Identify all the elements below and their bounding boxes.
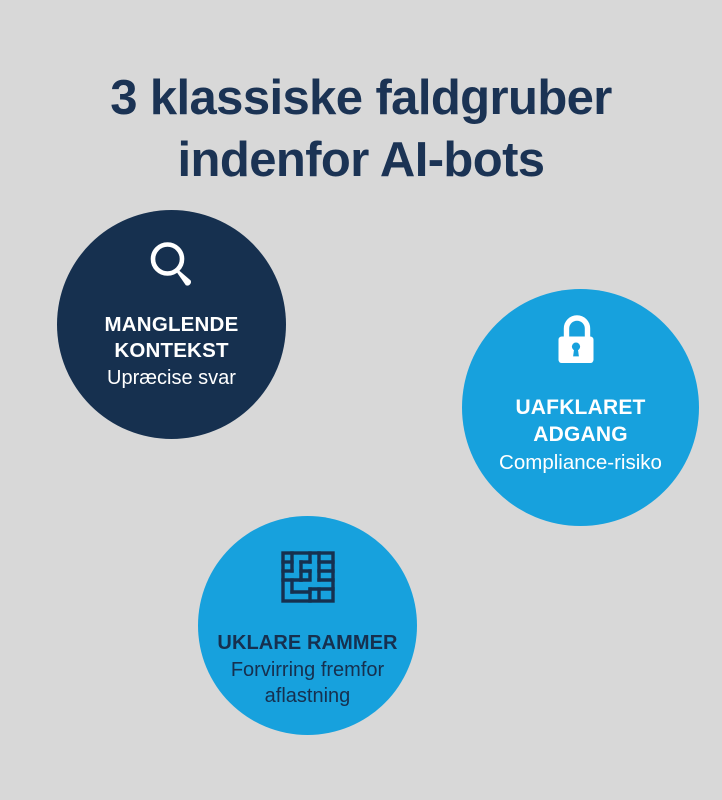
- bubble-manglende-kontekst: MANGLENDE KONTEKST Upræcise svar: [57, 210, 286, 439]
- bubble-subline: Upræcise svar: [107, 367, 236, 389]
- bubble-uafklaret-adgang: UAFKLARET ADGANG Compliance-risiko: [462, 289, 699, 526]
- page-title-line-2: indenfor AI-bots: [177, 132, 546, 187]
- bubble-subline: Forvirring fremfor aflastning: [230, 659, 385, 707]
- maze-icon: [280, 550, 336, 604]
- magnifier-icon: [144, 236, 200, 292]
- bubble-headline: UAFKLARET ADGANG: [515, 396, 646, 446]
- bubble-headline: UKLARE RAMMER: [217, 632, 398, 654]
- page-title-line-1: 3 klassiske faldgruber: [110, 70, 612, 125]
- open-padlock-icon: [553, 312, 609, 372]
- bubble-uklare-rammer: UKLARE RAMMER Forvirring fremfor aflastn…: [198, 516, 417, 735]
- bubble-headline: MANGLENDE KONTEKST: [104, 313, 239, 362]
- bubble-subline: Compliance-risiko: [499, 451, 662, 474]
- page-title: 3 klassiske faldgruber indenfor AI-bots: [0, 67, 722, 191]
